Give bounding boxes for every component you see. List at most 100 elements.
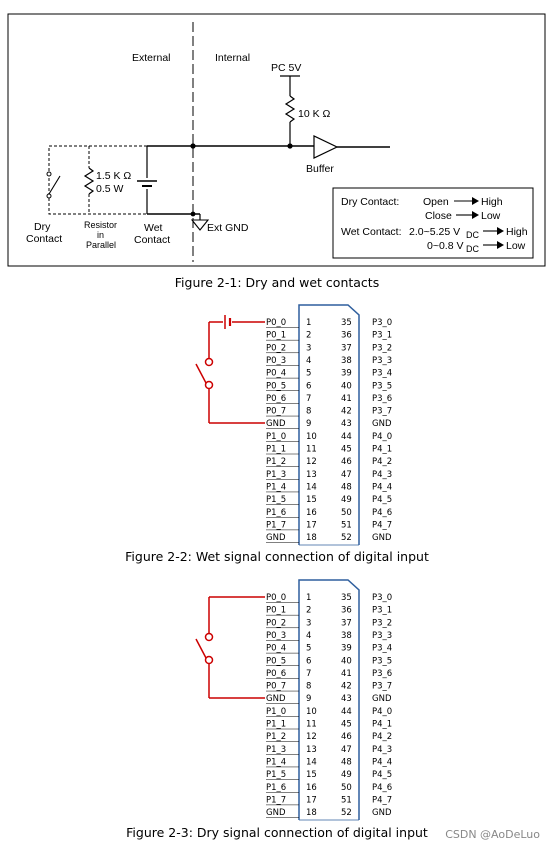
pin-number-right: 37 — [341, 618, 352, 628]
pin-name-left: P0_0 — [266, 593, 286, 603]
pin-number-left: 12 — [306, 457, 317, 467]
pin-number-left: 10 — [306, 432, 317, 442]
pin-name-right: P3_7 — [372, 407, 392, 417]
switch-lever — [195, 363, 207, 384]
pin-number-right: 49 — [341, 495, 352, 505]
switch-contact — [46, 171, 52, 177]
pin-name-left: GND — [266, 808, 286, 818]
connector-dry — [298, 579, 360, 821]
label-r05w: 0.5 W — [96, 183, 124, 195]
pin-number-right: 37 — [341, 343, 352, 353]
pin-name-left: P1_4 — [266, 757, 286, 767]
pin-number-right: 52 — [341, 808, 352, 818]
pin-number-right: 43 — [341, 419, 352, 429]
pin-number-right: 47 — [341, 745, 352, 755]
switch-contact — [204, 632, 214, 642]
buffer-symbol — [313, 135, 339, 159]
pin-number-right: 39 — [341, 369, 352, 379]
pin-number-right: 39 — [341, 644, 352, 654]
pin-number-left: 8 — [306, 407, 311, 417]
pin-number-left: 2 — [306, 331, 311, 341]
pin-number-left: 6 — [306, 656, 311, 666]
pin-number-left: 18 — [306, 533, 317, 543]
pin-name-right: P3_3 — [372, 631, 392, 641]
pin-name-right: P4_0 — [372, 707, 392, 717]
pin-name-left: P0_3 — [266, 631, 286, 641]
pin-number-left: 9 — [306, 694, 311, 704]
resistor-1-5k — [83, 167, 95, 195]
label-pc5v: PC 5V — [271, 62, 301, 74]
pin-number-right: 42 — [341, 682, 352, 692]
pin-number-right: 43 — [341, 694, 352, 704]
pin-name-left: P0_0 — [266, 318, 286, 328]
pin-name-right: P3_1 — [372, 606, 392, 616]
label-wet: Wet — [144, 222, 163, 234]
pin-number-left: 13 — [306, 745, 317, 755]
pin-name-left: P0_4 — [266, 644, 286, 654]
label-resistor: Resistor — [84, 220, 117, 230]
label-r10k: 10 K Ω — [298, 108, 331, 120]
connector-outline — [298, 304, 360, 545]
pin-number-left: 16 — [306, 508, 317, 518]
pin-number-left: 7 — [306, 394, 311, 404]
pin-name-left: P1_6 — [266, 783, 286, 793]
pin-number-right: 44 — [341, 432, 352, 442]
pin-number-right: 42 — [341, 407, 352, 417]
pin-name-right: P4_1 — [372, 720, 392, 730]
pin-name-right: P3_3 — [372, 356, 392, 366]
pin-number-right: 48 — [341, 757, 352, 767]
pin-name-right: P4_5 — [372, 495, 392, 505]
pin-number-left: 12 — [306, 732, 317, 742]
connector-outline — [298, 579, 360, 820]
pin-name-left: P1_5 — [266, 770, 286, 780]
switch-lever — [48, 175, 61, 195]
switch-lever — [195, 638, 207, 659]
pin-name-right: P3_2 — [372, 618, 392, 628]
pin-name-right: P3_5 — [372, 656, 392, 666]
pin-number-right: 35 — [341, 593, 352, 603]
dry-loop — [48, 145, 147, 215]
pin-name-left: P0_7 — [266, 407, 286, 417]
pin-name-left: GND — [266, 533, 286, 543]
label-internal: Internal — [215, 52, 250, 64]
pin-number-left: 5 — [306, 644, 311, 654]
wet-wiring — [195, 315, 265, 424]
pin-name-right: P4_2 — [372, 457, 392, 467]
pin-number-right: 48 — [341, 482, 352, 492]
pin-number-left: 13 — [306, 470, 317, 480]
pin-name-right: P3_4 — [372, 644, 392, 654]
legend-low1: Low — [481, 210, 501, 222]
pin-number-left: 4 — [306, 631, 311, 641]
pin-name-right: P3_4 — [372, 369, 392, 379]
pin-name-right: GND — [372, 419, 392, 429]
pin-name-left: P0_5 — [266, 381, 286, 391]
pin-name-left: P0_1 — [266, 331, 286, 341]
switch-contact — [204, 357, 214, 367]
legend-low2: Low — [506, 240, 526, 252]
switch-contact — [204, 655, 214, 665]
pin-number-left: 18 — [306, 808, 317, 818]
pin-name-left: P0_7 — [266, 682, 286, 692]
pin-name-left: P1_0 — [266, 432, 286, 442]
pin-number-left: 5 — [306, 369, 311, 379]
pin-number-right: 46 — [341, 732, 352, 742]
pin-number-right: 52 — [341, 533, 352, 543]
arrow-head — [472, 197, 479, 205]
legend-range-lo: 0~0.8 V — [427, 240, 464, 252]
pin-name-right: P4_1 — [372, 445, 392, 455]
pin-name-left: P1_6 — [266, 508, 286, 518]
pin-number-right: 49 — [341, 770, 352, 780]
pin-name-right: P4_6 — [372, 508, 392, 518]
pin-number-left: 16 — [306, 783, 317, 793]
pin-name-left: P1_4 — [266, 482, 286, 492]
label-buffer: Buffer — [306, 163, 334, 175]
pin-name-left: P1_3 — [266, 745, 286, 755]
pin-number-left: 8 — [306, 682, 311, 692]
legend-wet-label: Wet Contact: — [341, 226, 402, 238]
pin-name-left: P0_1 — [266, 606, 286, 616]
arrow-head — [497, 241, 504, 249]
pin-number-right: 36 — [341, 606, 352, 616]
pin-name-right: P3_6 — [372, 394, 392, 404]
pin-number-left: 17 — [306, 795, 317, 805]
pin-name-right: GND — [372, 808, 392, 818]
